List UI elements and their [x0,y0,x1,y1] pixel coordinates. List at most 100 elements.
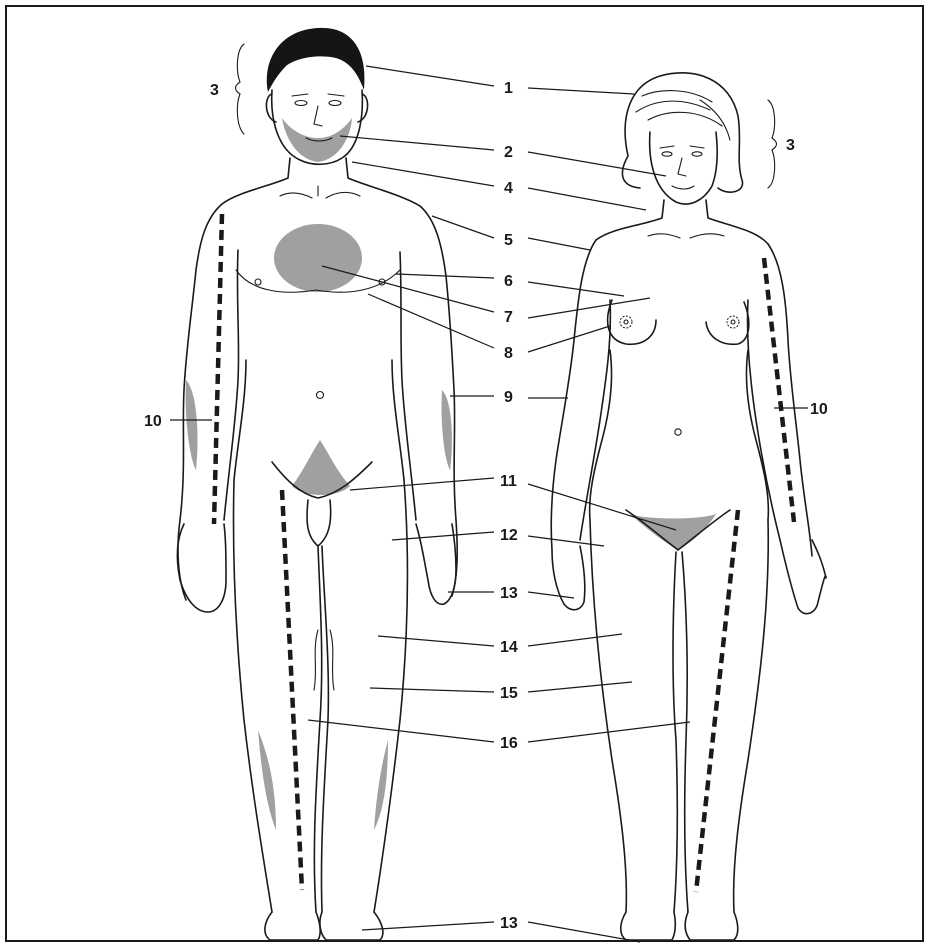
female-hand-left [552,546,585,610]
male-hair [267,28,365,92]
leader-14-left [378,636,494,646]
female-leg-outer-right [734,520,769,912]
label-6: 6 [504,273,513,290]
leader-5-left [432,216,494,238]
female-inner-arm-left [580,300,610,540]
female-hand-right [780,540,826,614]
female-neck [596,200,768,244]
leader-lines [170,66,808,942]
leader-8-right [528,326,610,352]
label-7: 7 [504,309,513,326]
female-arm-right [768,244,812,556]
female-areola-left [620,316,632,328]
male-dashed-line-leg [282,490,302,890]
leader-5-right [528,238,590,250]
male-calf-shade-left [258,730,276,830]
male-dashed-line-arm [214,214,222,524]
leader-12-right [528,536,604,546]
label-5: 5 [504,232,513,249]
label-1: 1 [504,80,513,97]
male-forearm-shade-left [186,380,198,470]
leader-14-right [528,634,622,646]
female-navel [675,429,681,435]
female-nipple-left [624,320,628,324]
male-collarbones [280,186,360,198]
label-2: 2 [504,144,513,161]
female-face [650,132,718,204]
female-figure [551,73,826,940]
leader-6-left [396,274,494,278]
female-collarbones [648,234,724,238]
male-chest-hair-region [274,224,362,292]
leader-15-right [528,682,632,692]
male-hand-left [177,524,226,612]
label-3-right: 3 [786,137,795,154]
female-hair [622,73,742,192]
label-13-bottom: 13 [500,915,518,932]
female-dashed-line-arm [764,258,794,522]
brace-3-right [768,100,777,188]
male-calf-shade-right [374,740,388,830]
leader-4-left [352,162,494,186]
female-inner-arm-right [747,300,780,540]
leader-11-left [350,478,494,490]
label-8: 8 [504,345,513,362]
leader-1-right [528,88,634,94]
brace-3-left [236,44,245,134]
male-leg-inner-right [321,546,328,912]
female-nipple-right [731,320,735,324]
label-16: 16 [500,735,518,752]
label-3-left: 3 [210,82,219,99]
leader-13-right [528,592,574,598]
male-forearm-shade-right [441,390,451,470]
label-9: 9 [504,389,513,406]
leader-7-left [322,266,494,312]
male-brow [292,94,344,96]
male-figure [177,28,457,940]
male-torso-left [178,204,222,600]
number-labels: 1 2 3 3 4 5 6 7 8 9 10 10 11 12 13 14 15… [144,80,828,932]
female-brow [660,146,704,148]
female-leg-inner-right [682,552,688,912]
male-neck [222,158,420,206]
male-eye-right [329,101,341,106]
label-11: 11 [500,473,517,490]
male-inner-arm-left [224,250,239,520]
leader-2-right [528,152,666,176]
leader-8-left [368,294,494,348]
leader-16-left [308,720,494,742]
male-inner-arm-right [400,252,416,520]
leader-6-right [528,282,624,296]
female-leg-inner-left [673,552,677,912]
male-nipple-left [255,279,261,285]
female-eye-right [692,152,702,156]
label-15: 15 [500,685,518,702]
label-12: 12 [500,527,518,544]
female-foot-right [685,912,738,940]
leader-11-right [528,484,676,530]
male-navel [317,392,324,399]
label-13: 13 [500,585,518,602]
male-nose [314,106,322,126]
label-14: 14 [500,639,518,656]
female-mouth [672,186,694,189]
male-knees [314,630,334,690]
leader-1-left [366,66,494,86]
female-dashed-line-leg [696,510,738,892]
label-4: 4 [504,180,513,197]
male-foot-right [320,912,383,940]
female-leg-outer-left [590,520,626,912]
female-eye-left [662,152,672,156]
leader-7-right [528,298,650,318]
female-foot-left [621,912,676,940]
leader-15-left [370,688,494,692]
label-10-right: 10 [810,401,828,418]
male-leg-outer-right [374,480,407,912]
male-foot-left [265,912,320,940]
female-breast-right [706,302,749,344]
male-genitals [307,500,331,546]
female-areola-right [727,316,739,328]
male-leg-inner-left [314,546,321,912]
label-10-left: 10 [144,413,162,430]
